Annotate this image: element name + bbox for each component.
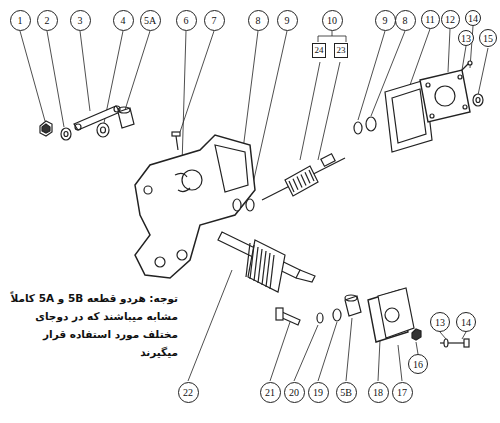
- callout-number: 10: [327, 15, 337, 26]
- callout-circle: 15: [479, 29, 497, 47]
- callout-number: 20: [289, 387, 299, 398]
- callout-circle: 22: [178, 382, 199, 403]
- callout-number: 22: [183, 387, 193, 398]
- callout-circle: 7: [204, 10, 225, 31]
- callout-number: 18: [373, 387, 383, 398]
- callout-number: 3: [78, 15, 83, 26]
- callout-circle: 5A: [140, 10, 161, 31]
- callout-number: 9: [285, 15, 290, 26]
- callout-circle: 19: [308, 382, 329, 403]
- callout-circle: 18: [368, 382, 389, 403]
- callout-circle: 14: [456, 312, 476, 332]
- callout-number: 19: [313, 387, 323, 398]
- callout-number: 21: [265, 387, 275, 398]
- callout-circle: 3: [70, 10, 91, 31]
- callout-number: 17: [397, 387, 407, 398]
- callout-number: 16: [413, 359, 423, 370]
- callout-circle: 1: [10, 10, 31, 31]
- callout-circle: 8: [248, 10, 269, 31]
- callout-circle: 14: [465, 10, 481, 26]
- callout-number: 6: [184, 15, 189, 26]
- callout-number: 11: [425, 14, 435, 25]
- callout-circle: 8: [395, 10, 416, 31]
- callout-number: 5A: [144, 15, 156, 26]
- callout-circle: 12: [441, 10, 460, 29]
- callout-circle: 17: [392, 382, 413, 403]
- callout-number: 4: [121, 15, 126, 26]
- callout-number: 13: [435, 317, 445, 328]
- callout-number: 14: [461, 317, 471, 328]
- callout-number: 1: [18, 15, 23, 26]
- callout-number: 5B: [340, 387, 352, 398]
- callout-number: 7: [212, 15, 217, 26]
- callout-circle: 9: [277, 10, 298, 31]
- callout-number: 13: [461, 33, 471, 44]
- callout-circle: 10: [322, 10, 343, 31]
- callout-circle: 6: [176, 10, 197, 31]
- callout-circle: 5B: [336, 382, 357, 403]
- sub-part-number: 24: [312, 43, 326, 58]
- callout-circle: 21: [260, 382, 281, 403]
- callout-number: 2: [45, 15, 50, 26]
- callout-number: 8: [403, 15, 408, 26]
- callout-circle: 20: [284, 382, 305, 403]
- callout-number: 15: [483, 33, 493, 44]
- callout-circle: 13: [458, 30, 474, 46]
- callout-number: 12: [445, 14, 455, 25]
- note-text: توجه: هردو قطعه 5B و 5A کاملاً مشابه میب…: [6, 290, 178, 361]
- callout-circle: 2: [37, 10, 58, 31]
- callout-circle: 11: [421, 10, 440, 29]
- callout-number: 14: [468, 13, 478, 24]
- callout-circle: 13: [430, 312, 450, 332]
- callout-number: 9: [383, 15, 388, 26]
- sub-part-number: 23: [334, 43, 348, 58]
- callout-number: 8: [256, 15, 261, 26]
- callout-circle: 4: [113, 10, 134, 31]
- callout-circle: 16: [408, 354, 428, 374]
- callout-circle: 9: [375, 10, 396, 31]
